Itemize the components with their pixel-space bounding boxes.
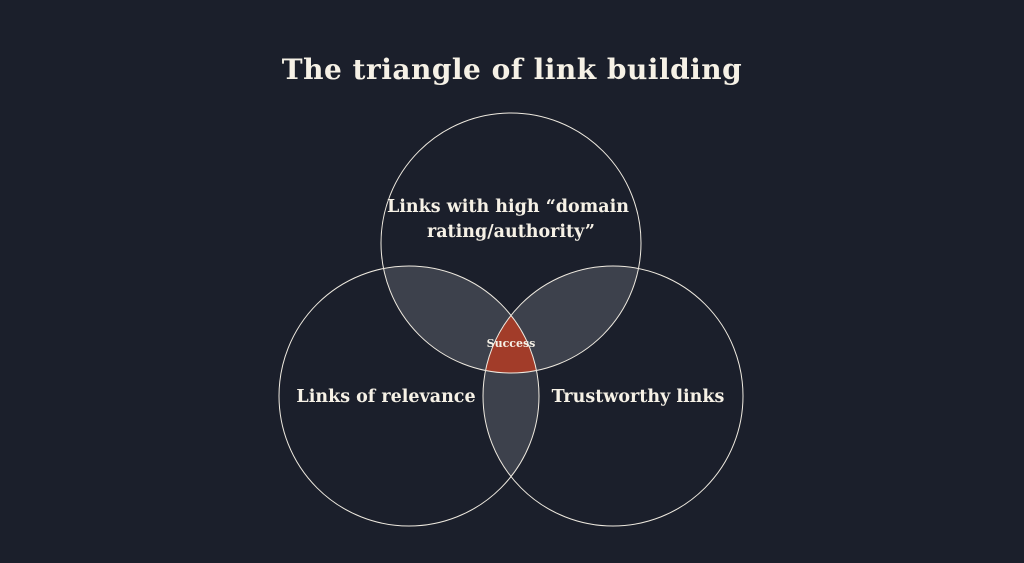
circle-right xyxy=(482,265,744,527)
overlap-top-right xyxy=(483,266,641,373)
overlap-top-group xyxy=(381,266,641,373)
circle-left xyxy=(278,265,540,527)
circle-top-label-line2: rating/authority” xyxy=(427,222,595,242)
page-title: The triangle of link building xyxy=(282,53,742,86)
overlap-top-left xyxy=(381,266,539,373)
circle-right-label: Trustworthy links xyxy=(552,387,725,407)
circle-top-label-line1: Links with high “domain xyxy=(387,197,629,217)
circle-top-label: Links with high “domain rating/authority… xyxy=(387,197,635,242)
circle-left-label: Links of relevance xyxy=(296,387,475,407)
circle-top xyxy=(380,112,642,374)
center-success-label: Success xyxy=(487,337,536,350)
